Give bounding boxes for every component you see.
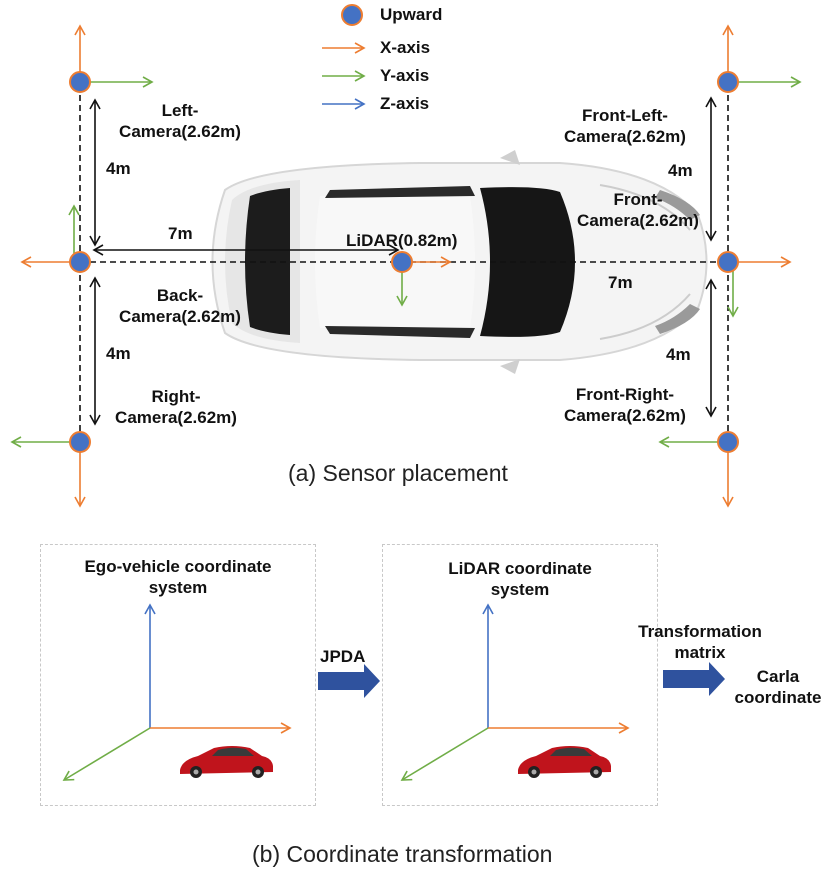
right-horizontal-distance: 7m <box>608 273 633 292</box>
front-camera-label: Front- Camera(2.62m) <box>577 190 699 230</box>
jpda-block-arrow <box>318 664 380 698</box>
ego-frame-title: Ego-vehicle coordinate system <box>84 557 272 597</box>
sensor-dots <box>69 71 739 453</box>
legend-x-label: X-axis <box>380 38 431 57</box>
front-left-camera-label: Front-Left- Camera(2.62m) <box>564 106 686 146</box>
sensor-left-camera <box>69 71 91 93</box>
left-camera-axes <box>74 24 154 88</box>
transform-block-arrow <box>663 662 725 696</box>
sensor-lidar <box>391 251 413 273</box>
caption-a: (a) Sensor placement <box>288 460 508 486</box>
right-camera-label: Right- Camera(2.62m) <box>115 387 237 427</box>
lidar-frame-box <box>382 544 658 806</box>
front-left-camera-axes <box>722 24 802 88</box>
red-car-ego <box>180 746 273 778</box>
jpda-label: JPDA <box>320 647 366 666</box>
caption-b: (b) Coordinate transformation <box>252 841 553 867</box>
legend-symbols <box>322 4 366 110</box>
legend-y-label: Y-axis <box>380 66 430 85</box>
ego-frame-box <box>40 544 316 806</box>
sensor-front-right-camera <box>717 431 739 453</box>
right-camera-axes <box>10 436 86 508</box>
lidar-label: LiDAR(0.82m) <box>346 231 458 250</box>
red-car-lidar <box>518 746 611 778</box>
sensor-back-camera <box>69 251 91 273</box>
transformation-matrix-label: Transformation matrix <box>638 622 762 662</box>
distance-arrows <box>89 96 717 426</box>
front-camera-axes <box>727 256 792 318</box>
left-horizontal-distance: 7m <box>168 224 193 243</box>
front-right-camera-label: Front-Right- Camera(2.62m) <box>564 385 686 425</box>
sensor-right-camera <box>69 431 91 453</box>
back-camera-axes <box>20 204 80 268</box>
sensor-front-camera <box>717 251 739 273</box>
legend-upward-label: Upward <box>380 5 443 24</box>
ego-axes <box>62 603 292 781</box>
legend-upward-dot <box>341 4 363 26</box>
left-vertical-distance: 4m <box>106 159 131 178</box>
right-vertical-top-distance: 4m <box>668 161 693 180</box>
lidar-frame-axes <box>400 603 630 781</box>
front-right-camera-axes <box>658 436 734 508</box>
left-camera-label: Left- Camera(2.62m) <box>119 101 241 141</box>
legend-z-label: Z-axis <box>380 94 430 113</box>
carla-coordinate-label: Carla coordinate <box>734 667 822 707</box>
lidar-frame-title: LiDAR coordinate system <box>448 559 592 599</box>
left-vertical-bottom-distance: 4m <box>106 344 131 363</box>
sensor-front-left-camera <box>717 71 739 93</box>
right-vertical-bottom-distance: 4m <box>666 345 691 364</box>
back-camera-label: Back- Camera(2.62m) <box>119 286 241 326</box>
